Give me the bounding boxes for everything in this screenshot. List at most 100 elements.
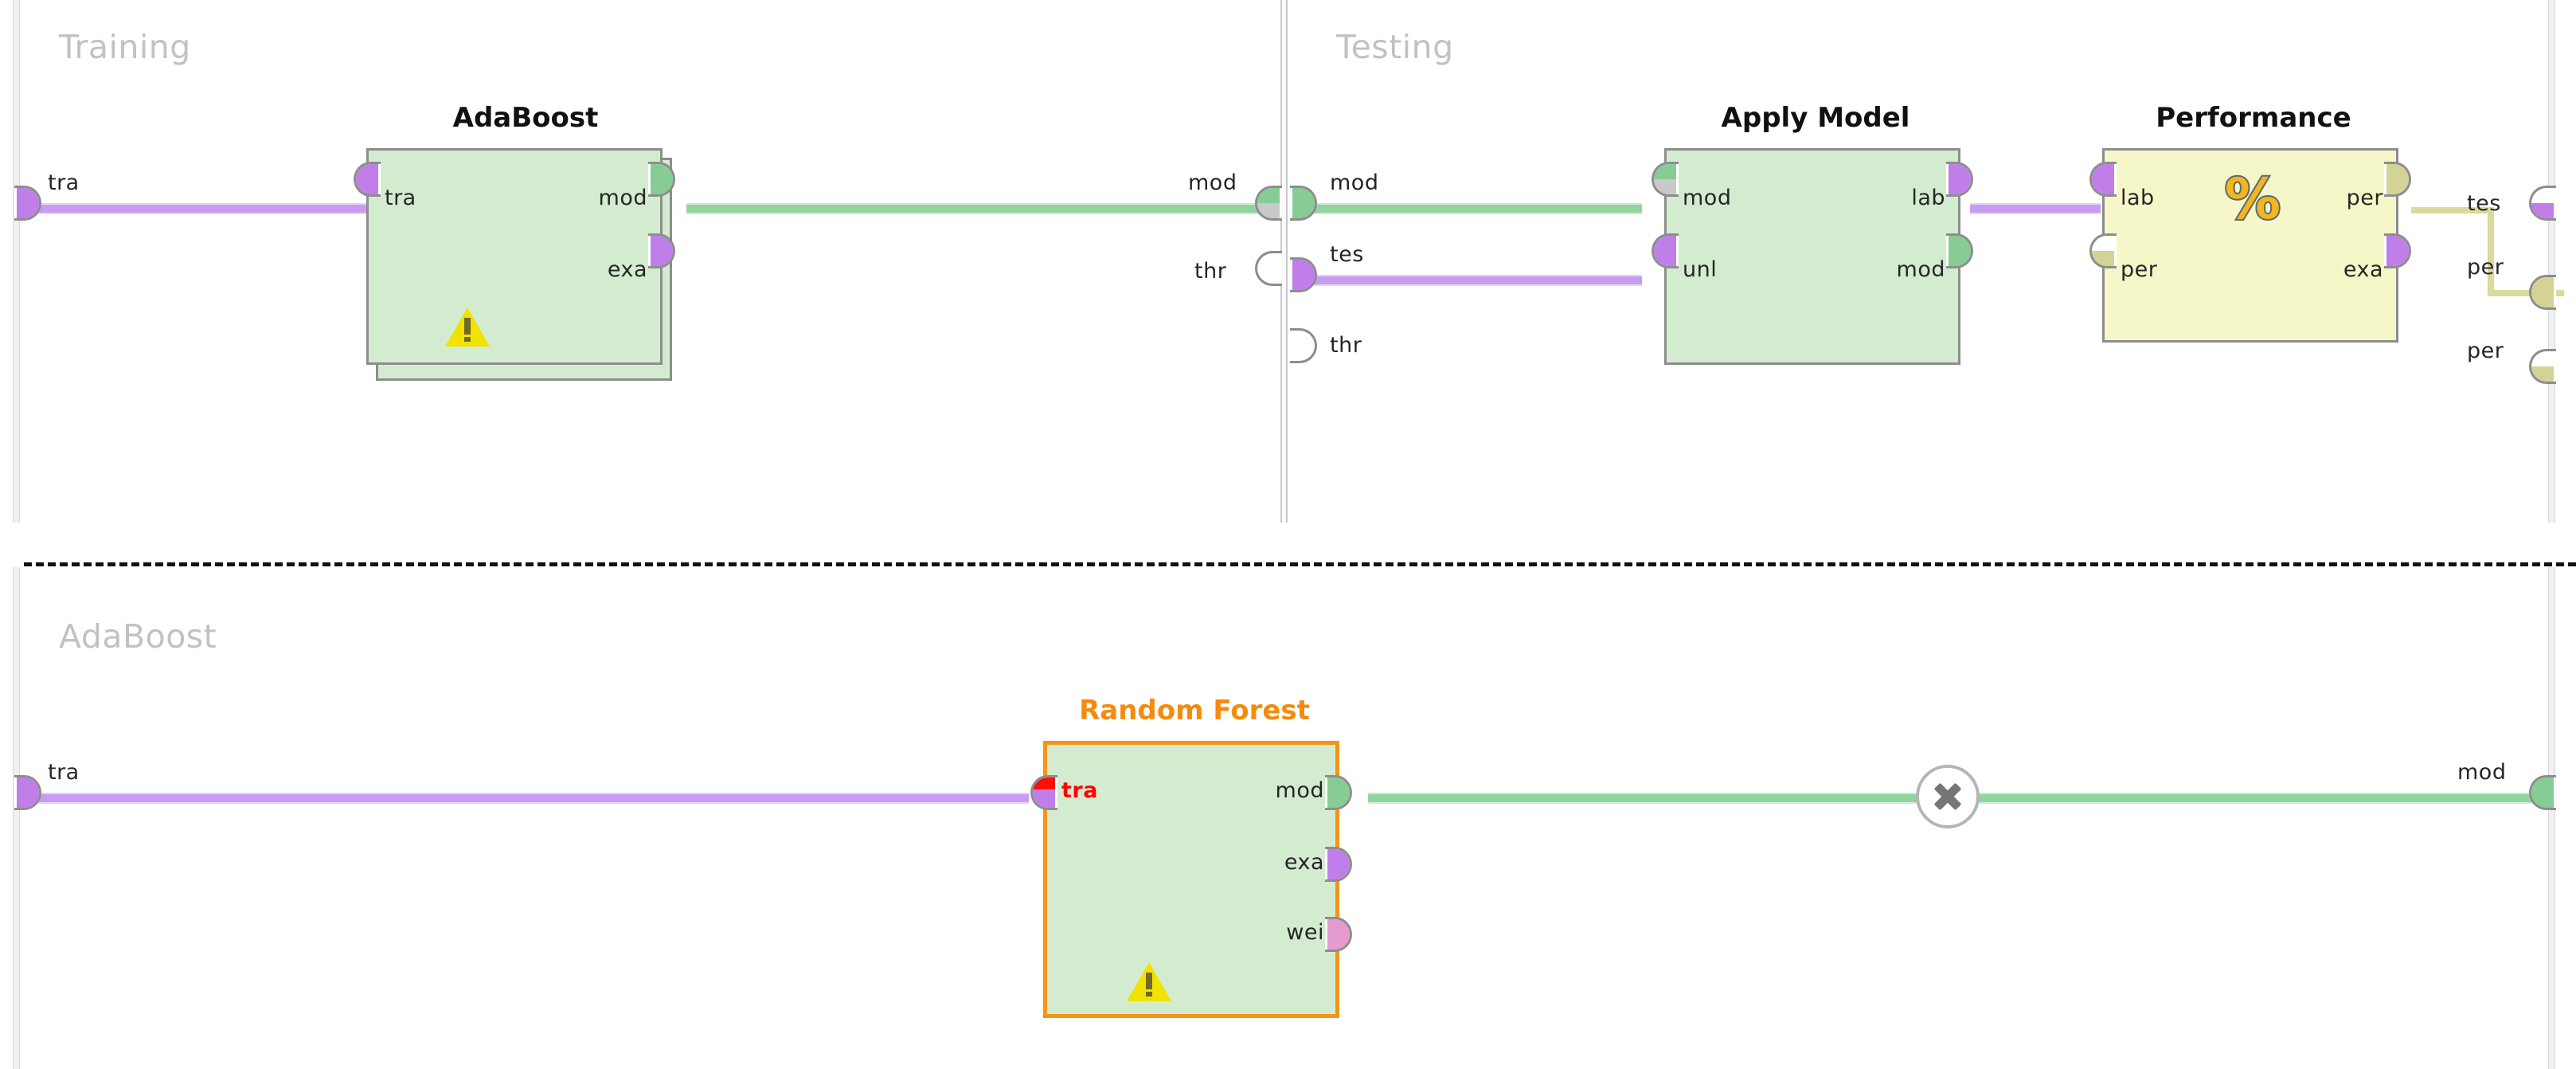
operator-body-performance[interactable]: lab per per exa %: [2102, 148, 2398, 343]
port-fill: [17, 777, 39, 808]
port-label-training-tra: tra: [48, 170, 80, 195]
connection-subprocess-tra-to-random-forest[interactable]: [33, 793, 1029, 804]
port-label-testing-mod: mod: [1330, 170, 1379, 195]
port-label-testing-per-2: per: [2467, 339, 2504, 363]
operator-random-forest[interactable]: Random Forest tra mod exa wei: [1030, 695, 1362, 1037]
operator-body-adaboost[interactable]: tra mod exa: [366, 148, 663, 365]
port-fill: [17, 188, 39, 218]
connection-testing-tes-to-apply-model-unl[interactable]: [1314, 275, 1642, 286]
port-label-subprocess-mod: mod: [2457, 760, 2507, 785]
remove-connection-icon[interactable]: [1916, 765, 1980, 828]
process-subprocess-separator: [24, 562, 2576, 566]
port-fill: [1949, 236, 1971, 266]
port-testing-per-sink-free[interactable]: [2529, 349, 2556, 384]
operator-body-apply-model[interactable]: mod unl lab mod: [1664, 148, 1960, 365]
operator-body-random-forest[interactable]: tra mod exa wei: [1043, 741, 1339, 1018]
port-adaboost-exa-out[interactable]: [648, 233, 675, 268]
operator-title-apply-model: Apply Model: [1721, 102, 1910, 134]
port-fill: [1292, 260, 1315, 290]
port-fill: [356, 164, 378, 194]
port-testing-mod-source[interactable]: [1290, 186, 1317, 221]
operator-port-label-mod-out: mod: [1896, 257, 1945, 282]
testing-panel-right-rail: [2548, 0, 2555, 523]
port-fill: [1292, 188, 1315, 218]
port-subprocess-tra-source[interactable]: [14, 775, 41, 810]
port-training-tra-source[interactable]: [14, 186, 41, 221]
port-fill: [1257, 253, 1280, 284]
operator-port-label-rf-exa: exa: [1284, 850, 1324, 875]
operator-port-label-per-out: per: [2346, 186, 2383, 210]
port-apply-model-mod-out[interactable]: [1946, 233, 1973, 268]
operator-port-label-rf-wei: wei: [1286, 920, 1324, 945]
port-random-forest-tra-in[interactable]: [1030, 775, 1057, 810]
port-label-testing-thr: thr: [1330, 333, 1362, 358]
lightbulb-icon: [1168, 766, 1210, 824]
operator-port-label-per-in: per: [2121, 257, 2158, 282]
port-fill: [1292, 331, 1315, 361]
port-performance-exa-out[interactable]: [2384, 233, 2411, 268]
operator-apply-model[interactable]: Apply Model mod unl lab mod: [1652, 102, 1973, 389]
port-fill: [1654, 236, 1676, 266]
port-testing-thr-source[interactable]: [1290, 328, 1317, 363]
operator-port-label-lab-in: lab: [2121, 186, 2155, 210]
port-label-subprocess-tra: tra: [48, 760, 80, 785]
port-fill: [1327, 919, 1350, 950]
operator-performance[interactable]: Performance lab per per exa %: [2089, 102, 2411, 389]
lightbulb-icon: [487, 173, 528, 232]
subprocess-panel-right-rail: [2548, 567, 2555, 1069]
port-testing-tes-source[interactable]: [1290, 257, 1317, 292]
port-fill: [2531, 277, 2554, 307]
port-apply-model-lab-out[interactable]: [1946, 162, 1973, 197]
port-fill: [2092, 236, 2114, 266]
port-adaboost-tra-in[interactable]: [354, 162, 381, 197]
connection-adaboost-mod-to-training-sink[interactable]: [686, 203, 1265, 214]
port-fill: [2531, 188, 2554, 218]
port-label-testing-tes-sink: tes: [2467, 191, 2501, 216]
operator-adaboost[interactable]: AdaBoost tra mod exa: [354, 102, 685, 389]
port-label-testing-tes: tes: [1330, 242, 1364, 267]
port-subprocess-mod-sink[interactable]: [2529, 775, 2556, 810]
training-panel-title: Training: [59, 28, 191, 66]
port-training-mod-sink[interactable]: [1255, 186, 1282, 221]
port-performance-per-out[interactable]: [2384, 162, 2411, 197]
subprocess-panel-left-rail: [13, 567, 20, 1069]
lightbulb-on-icon: [1792, 173, 1834, 232]
port-label-testing-per-1: per: [2467, 255, 2504, 280]
port-testing-tes-sink[interactable]: [2529, 186, 2556, 221]
percent-icon: %: [2223, 166, 2282, 232]
operator-port-label-unl-in: unl: [1683, 257, 1718, 282]
operator-port-label-mod: mod: [598, 186, 647, 210]
port-training-thr-sink[interactable]: [1255, 251, 1282, 286]
port-performance-per-in[interactable]: [2089, 233, 2117, 268]
port-fill: [2092, 164, 2114, 194]
operator-port-label-tra-error: tra: [1061, 778, 1098, 803]
port-fill: [1327, 777, 1350, 808]
operator-title-random-forest: Random Forest: [1079, 695, 1310, 726]
port-fill: [1949, 164, 1971, 194]
port-shell: [1290, 328, 1317, 363]
port-random-forest-exa-out[interactable]: [1325, 847, 1352, 882]
port-testing-per-sink-connected[interactable]: [2529, 275, 2556, 310]
port-apply-model-mod-in[interactable]: [1652, 162, 1679, 197]
testing-panel-title: Testing: [1336, 28, 1454, 66]
port-label-training-thr: thr: [1194, 259, 1227, 284]
connection-apply-model-lab-to-performance-lab[interactable]: [1970, 203, 2101, 214]
port-adaboost-mod-out[interactable]: [648, 162, 675, 197]
warning-icon: [1127, 961, 1171, 1001]
port-fill: [651, 164, 673, 194]
connection-testing-mod-to-apply-model[interactable]: [1314, 203, 1642, 214]
port-performance-lab-in[interactable]: [2089, 162, 2117, 197]
port-random-forest-wei-out[interactable]: [1325, 917, 1352, 952]
operator-port-label-exa: exa: [607, 257, 647, 282]
port-fill: [651, 236, 673, 266]
port-fill: [1327, 849, 1350, 879]
port-fill: [2386, 236, 2409, 266]
port-fill: [1257, 188, 1280, 218]
operator-port-label-exa-out: exa: [2343, 257, 2383, 282]
operator-port-label-mod-in: mod: [1683, 186, 1732, 210]
port-random-forest-mod-out[interactable]: [1325, 775, 1352, 810]
connection-training-tra-to-adaboost[interactable]: [33, 203, 381, 214]
port-apply-model-unl-in[interactable]: [1652, 233, 1679, 268]
warning-icon: [445, 307, 490, 347]
